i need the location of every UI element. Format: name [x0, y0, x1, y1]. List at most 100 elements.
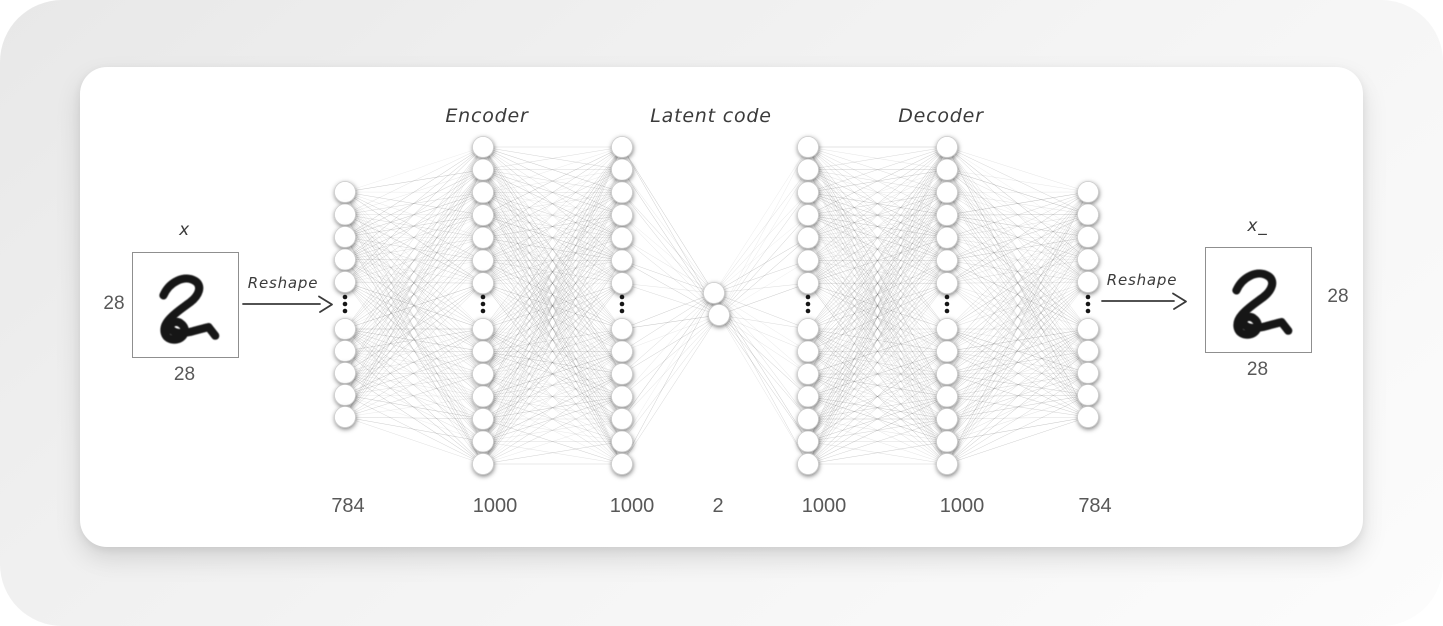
neuron-node: [334, 384, 356, 406]
layer-connections: [344, 146, 1089, 465]
neuron-node: [472, 158, 494, 181]
neuron-node: [1077, 181, 1099, 203]
neuron-node: [936, 136, 958, 158]
neuron-node: [708, 304, 730, 326]
neuron-node: [797, 204, 819, 226]
neuron-node: [936, 158, 958, 181]
neuron-node: [334, 181, 356, 203]
neuron-node: [1077, 248, 1099, 271]
neuron-node: [797, 226, 819, 249]
neuron-node: [611, 272, 633, 295]
reshape-left-label: Reshape: [247, 274, 319, 292]
neuron-node: [797, 385, 819, 408]
neuron-node: [936, 385, 958, 408]
layer-size-label-input: 784: [331, 495, 365, 517]
neuron-node: [797, 408, 819, 430]
neuron-node: [472, 408, 494, 430]
neuron-node: [797, 318, 819, 340]
neuron-node: [472, 181, 494, 204]
neuron-node: [936, 318, 958, 340]
neuron-node: [611, 226, 633, 249]
layer-size-label-encoder-hidden-2: 1000: [609, 495, 655, 517]
input-width-label: 28: [173, 364, 196, 385]
neuron-node: [797, 158, 819, 181]
reshape-arrows: [242, 292, 1187, 313]
neuron-node: [611, 408, 633, 430]
neuron-node: [797, 453, 819, 475]
neuron-node: [936, 408, 958, 430]
neuron-node: [797, 181, 819, 204]
neuron-node: [472, 363, 494, 385]
reshape-arrow-right: [1101, 292, 1187, 310]
neuron-node: [472, 136, 494, 158]
neuron-node: [611, 453, 633, 475]
neuron-node: [334, 340, 356, 362]
neuron-node: [611, 136, 633, 158]
ellipsis-dots: [342, 294, 1091, 314]
neuron-node: [611, 204, 633, 226]
neuron-node: [334, 318, 356, 340]
neuron-node: [334, 226, 356, 248]
neuron-node: [334, 248, 356, 271]
reshape-right-label: Reshape: [1106, 271, 1178, 289]
neuron-node: [611, 249, 633, 272]
neuron-node: [472, 318, 494, 340]
neuron-node: [1077, 226, 1099, 248]
neuron-node: [1077, 384, 1099, 406]
neuron-node: [334, 203, 356, 226]
neuron-node: [1077, 271, 1099, 293]
neuron-node: [703, 282, 725, 304]
encoder-label: Encoder: [445, 105, 529, 127]
diagram-card: Encoder Latent code Decoder x 28 28 Resh…: [80, 67, 1363, 547]
neuron-node: [936, 363, 958, 385]
neuron-node: [936, 272, 958, 295]
neuron-node: [797, 430, 819, 453]
reshape-arrow-left: [242, 295, 333, 313]
neuron-node: [797, 249, 819, 272]
neuron-node: [936, 204, 958, 226]
neuron-node: [472, 249, 494, 272]
neuron-node: [472, 204, 494, 226]
neuron-node: [1077, 318, 1099, 340]
neuron-node: [936, 226, 958, 249]
output-width-label: 28: [1246, 359, 1269, 380]
neuron-node: [472, 385, 494, 408]
neuron-node: [1077, 203, 1099, 226]
neuron-node: [936, 249, 958, 272]
neuron-node: [611, 158, 633, 181]
neuron-node: [797, 363, 819, 385]
neuron-node: [611, 340, 633, 363]
layer-size-label-encoder-hidden-1: 1000: [472, 495, 518, 517]
neuron-node: [936, 181, 958, 204]
input-digit-image: [132, 252, 239, 358]
autoencoder-network-canvas: [242, 136, 1187, 475]
layer-size-label-output: 784: [1078, 495, 1112, 517]
mnist-digit-2-output: [1232, 269, 1293, 339]
neuron-node: [1077, 406, 1099, 428]
neuron-node: [472, 226, 494, 249]
neuron-node: [472, 340, 494, 363]
input-height-label: 28: [103, 293, 125, 314]
decoder-label: Decoder: [898, 105, 984, 127]
neuron-node: [936, 340, 958, 363]
neuron-node: [1077, 362, 1099, 384]
neuron-node: [472, 430, 494, 453]
neuron-node: [611, 363, 633, 385]
output-image-label: x_: [1247, 216, 1268, 236]
layer-size-label-decoder-hidden-2: 1000: [939, 495, 985, 517]
neuron-node: [611, 430, 633, 453]
neuron-node: [611, 318, 633, 340]
output-digit-image: [1205, 247, 1312, 353]
neuron-nodes: [334, 136, 1099, 475]
neuron-node: [472, 453, 494, 475]
neuron-node: [334, 362, 356, 384]
neuron-node: [936, 453, 958, 475]
neuron-node: [797, 340, 819, 363]
latent-code-label: Latent code: [650, 105, 772, 127]
neuron-node: [797, 272, 819, 295]
neuron-node: [472, 272, 494, 295]
neuron-node: [1077, 340, 1099, 362]
layer-size-label-decoder-hidden-1: 1000: [801, 495, 847, 517]
neuron-node: [611, 181, 633, 204]
input-image-label: x: [179, 220, 190, 240]
